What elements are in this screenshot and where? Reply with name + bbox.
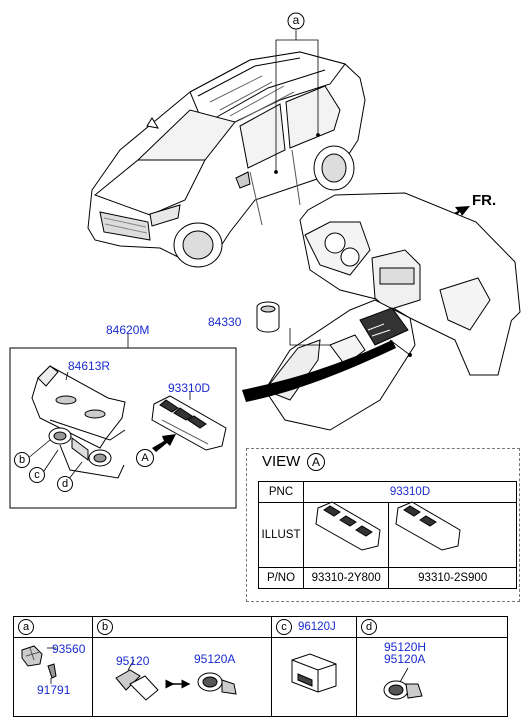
view-a-table: PNC 93310D ILLUST P/NO 93310-2Y800 93310… (258, 481, 517, 589)
legend-header-a: a (13, 616, 93, 638)
pnc-value[interactable]: 93310D (303, 481, 517, 503)
part-label-84613R[interactable]: 84613R (68, 359, 111, 373)
part-label-93560[interactable]: 93560 (52, 642, 86, 656)
illust-cell-2 (388, 502, 517, 568)
part-label-95120H[interactable]: 95120H (384, 640, 427, 654)
assembly-84620M-box (9, 347, 237, 509)
part-93310D-illustration (151, 392, 227, 451)
part-label-95120A-d[interactable]: 95120A (384, 652, 426, 666)
vehicle-illustration (87, 51, 366, 268)
view-a-circle[interactable]: A (136, 449, 154, 467)
part-label-95120A-b[interactable]: 95120A (194, 652, 236, 666)
part-label-93310D[interactable]: 93310D (168, 381, 211, 395)
callout-c-circle[interactable]: c (29, 467, 45, 483)
part-84613R-illustration (31, 365, 126, 479)
legend-header-b: b (92, 616, 272, 638)
legend-table: a b c 96120J d (13, 616, 508, 717)
callout-a-label: a (292, 13, 300, 27)
dashboard-illustration (264, 192, 521, 431)
part-label-96120J[interactable]: 96120J (298, 621, 336, 633)
part-label-95120[interactable]: 95120 (116, 654, 150, 668)
illust-label: ILLUST (258, 502, 304, 568)
view-title-circle: A (307, 453, 325, 471)
legend-circle-c: c (276, 619, 292, 635)
callout-b-circle[interactable]: b (14, 452, 30, 468)
illust-cell-1 (302, 502, 390, 568)
legend-circle-b: b (97, 619, 113, 635)
location-arrow-icon (242, 340, 396, 402)
part-label-91791[interactable]: 91791 (37, 683, 71, 697)
callout-a-circle[interactable] (287, 12, 305, 30)
callout-a-leaders (274, 30, 320, 174)
view-title: VIEW (262, 453, 301, 470)
pno-value-2: 93310-2S900 (388, 567, 517, 589)
part-label-84620M[interactable]: 84620M (106, 323, 150, 337)
legend-header-d: d (356, 616, 508, 638)
legend-circle-a: a (18, 619, 34, 635)
legend-cell-d (356, 637, 508, 717)
pnc-label: PNC (258, 481, 304, 503)
legend-cell-b (92, 637, 272, 717)
legend-cell-c (271, 637, 357, 717)
part-label-84330[interactable]: 84330 (208, 315, 242, 329)
legend-header-c: c 96120J (271, 616, 357, 638)
view-a-panel (246, 448, 520, 602)
legend-circle-d: d (361, 619, 377, 635)
pno-label: P/NO (258, 567, 304, 589)
view-a-arrow-icon (152, 434, 176, 452)
pno-value-1: 93310-2Y800 (302, 567, 390, 589)
part-84330-illustration (256, 301, 280, 333)
front-direction-label: FR. (472, 192, 497, 209)
callout-d-circle[interactable]: d (57, 476, 73, 492)
